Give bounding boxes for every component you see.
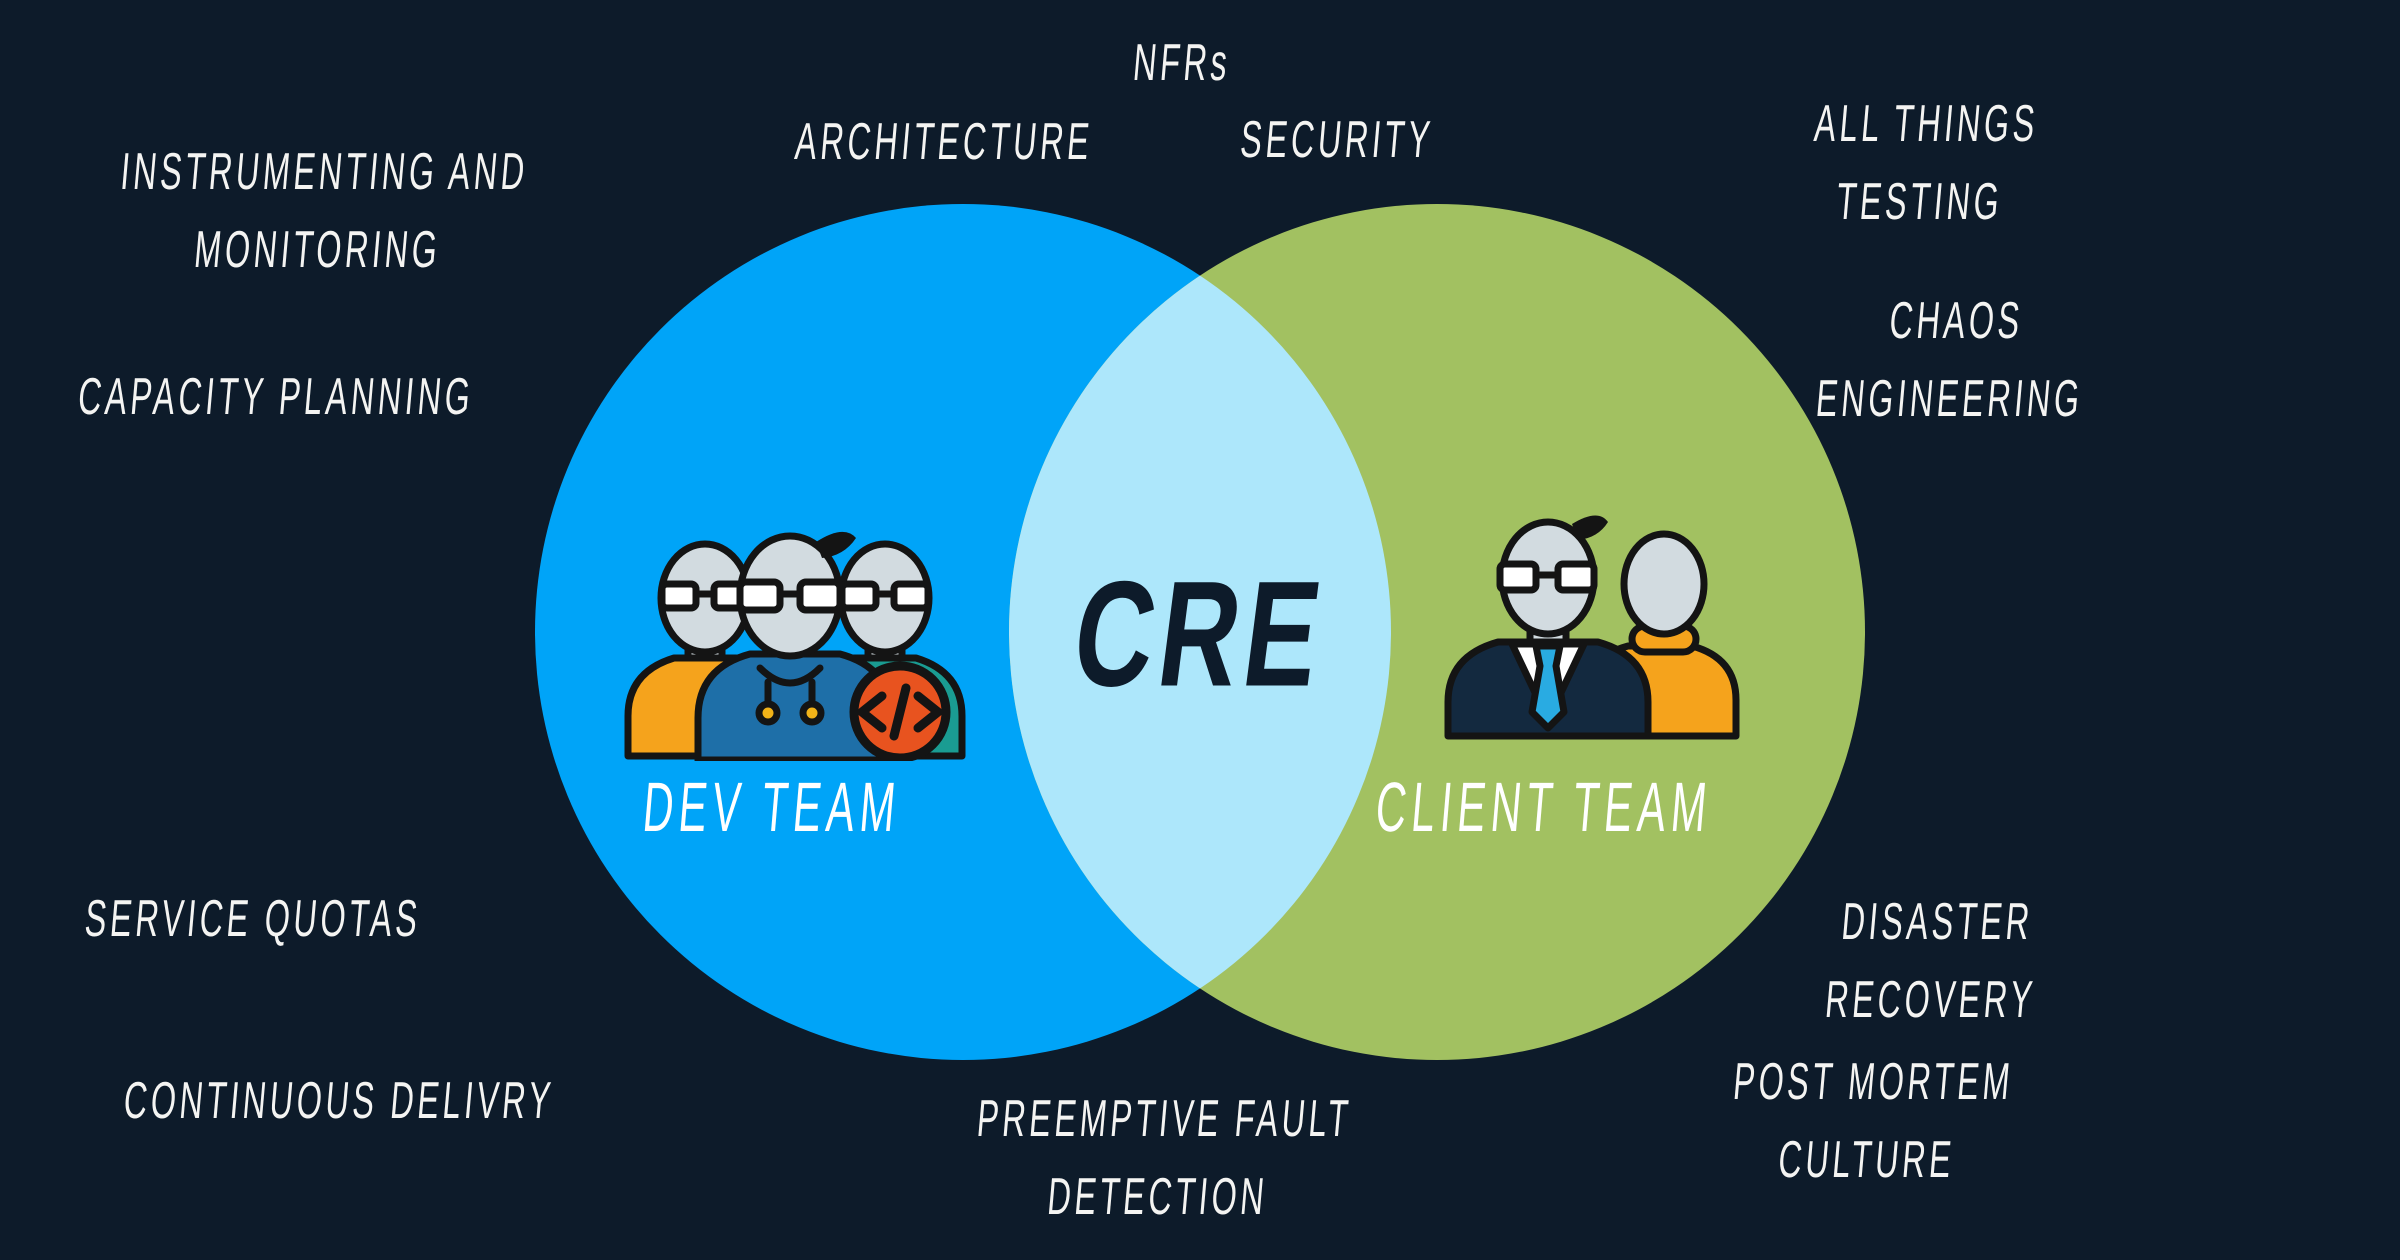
label-post-mortem-culture: POST MORTEM CULTURE [1730, 1053, 2016, 1189]
label-security: SECURITY [1238, 111, 1436, 169]
glasses-icon [1496, 560, 1598, 594]
glasses-icon [658, 580, 752, 612]
label-preemptive-fault-detection: PREEMPTIVE FAULT DETECTION [974, 1090, 1355, 1226]
label-nfrs: NFRs [1130, 34, 1234, 92]
cre-center-label: CRE [1064, 549, 1336, 718]
label-instrumenting-and-monitoring: INSTRUMENTING AND MONITORING [118, 143, 531, 279]
label-service-quotas: SERVICE QUOTAS [82, 890, 424, 948]
dev-team-label: DEV TEAM [640, 768, 904, 846]
label-capacity-planning: CAPACITY PLANNING [75, 368, 477, 426]
label-continuous-delivry: CONTINUOUS DELIVRY [121, 1072, 557, 1130]
label-architecture: ARCHITECTURE [792, 113, 1096, 171]
hair-flick [816, 531, 856, 558]
venn-overlap-lens [1009, 204, 1391, 1060]
label-all-things-testing: ALL THINGS TESTING [1812, 95, 2041, 231]
hair-flick [1572, 515, 1608, 540]
glasses-icon [838, 580, 932, 612]
glasses-icon [736, 578, 844, 614]
label-disaster-recovery: DISASTER RECOVERY [1823, 893, 2039, 1029]
code-badge-icon [849, 661, 951, 761]
client-front-person [1444, 515, 1652, 740]
client-team-label: CLIENT TEAM [1372, 768, 1716, 846]
client-team-icon [1444, 515, 1740, 740]
dev-team-icon [624, 531, 966, 761]
label-chaos-engineering: CHAOS ENGINEERING [1813, 292, 2086, 428]
